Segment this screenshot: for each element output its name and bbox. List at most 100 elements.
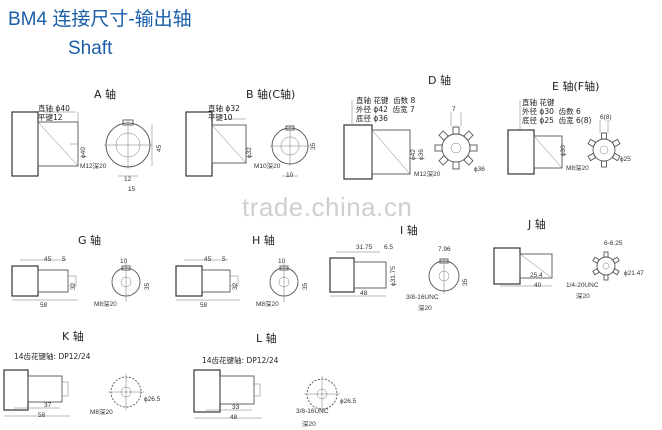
dim-a-depth: 15 (128, 186, 136, 193)
dim-j-thread: 1/4-20UNC (566, 282, 599, 289)
dim-a-height: 45 (156, 144, 163, 152)
shaft-b-drawing (185, 111, 310, 177)
spline-tooth (603, 251, 609, 258)
spline-tooth (463, 130, 474, 141)
view-label-h: H 轴 (252, 234, 275, 247)
dim-b-dia: ϕ32 (246, 147, 253, 158)
view-label-j: J 轴 (528, 218, 546, 231)
view-label-k: K 轴 (62, 330, 84, 343)
view-label-b: B 轴(C轴) (246, 88, 296, 101)
shaft-e-drawing (507, 100, 621, 175)
dim-e-tooth: 6(8) (600, 114, 612, 121)
spline-tooth (469, 144, 478, 152)
shaft-d-drawing (343, 100, 478, 180)
spline-tooth (611, 152, 621, 162)
shaft-a-drawing (11, 111, 153, 177)
shaft-g-drawing (11, 259, 141, 302)
dim-g-total: 58 (40, 302, 48, 309)
dim-l-total: 48 (230, 414, 238, 421)
dim-k-dia: ϕ26.5 (144, 396, 161, 403)
dim-b-key: 10 (286, 172, 294, 179)
spline-tooth (601, 160, 607, 168)
spline-tooth (592, 268, 600, 276)
dim-h-height: 35 (302, 282, 309, 290)
dim-j-length: 25.4 (530, 272, 543, 279)
shaft-l-drawing (193, 369, 340, 419)
dim-g-shoulder: 5 (62, 256, 66, 263)
dim-i-dia: ϕ31.75 (390, 266, 397, 286)
dim-k-length: 37 (44, 402, 52, 409)
view-label-l: L 轴 (256, 332, 277, 345)
dim-d-root: ϕ36 (418, 149, 425, 160)
spec-l: 14齿花键轴: DP12/24 (202, 356, 279, 365)
dim-j-depth: 深20 (576, 293, 590, 300)
watermark: trade.china.cn (242, 192, 413, 222)
shaft-k-drawing (3, 369, 144, 417)
spline-tooth (592, 256, 600, 264)
dim-l-length: 33 (232, 404, 240, 411)
shaft-j-drawing (493, 247, 620, 287)
dim-g-thread: M8深20 (94, 301, 117, 308)
view-label-a: A 轴 (94, 88, 117, 101)
spline-tooth (587, 152, 597, 162)
dim-l-thread: 3/8-16UNC (296, 408, 329, 415)
dim-l-depth: 深20 (302, 421, 316, 428)
dim-h-dia: 32 (232, 282, 239, 290)
view-label-g: G 轴 (78, 234, 102, 247)
dim-h-thread: M8深20 (256, 301, 279, 308)
spec-k: 14齿花键轴: DP12/24 (14, 352, 91, 361)
dim-k-total: 58 (38, 412, 46, 419)
view-label-d: D 轴 (428, 74, 451, 87)
dim-i-total: 48 (360, 290, 368, 297)
dim-k-thread: M8深20 (90, 409, 113, 416)
dim-g-height: 35 (144, 282, 151, 290)
dim-g-key: 10 (120, 258, 128, 265)
dim-i-thread: 3/8-16UNC (406, 294, 439, 301)
dim-l-dia: ϕ26.5 (340, 398, 357, 405)
dim-d-bore: ϕ36 (474, 166, 485, 173)
dim-e-root: ϕ25 (620, 156, 631, 163)
spline-tooth (603, 274, 609, 281)
dim-g-length: 45 (44, 256, 52, 263)
spline-tooth (452, 161, 460, 170)
dim-i-shoulder: 6.5 (384, 244, 394, 251)
view-label-e: E 轴(F轴) (552, 80, 600, 93)
spline-tooth (612, 268, 620, 276)
dim-j-tooth: 6-6.25 (604, 240, 623, 247)
spline-tooth (434, 144, 443, 152)
spline-tooth (612, 256, 620, 264)
dim-i-height: 35 (462, 278, 469, 286)
dim-i-depth: 深20 (418, 305, 432, 312)
dim-h-key: 10 (278, 258, 286, 265)
dim-j-root: ϕ21.47 (624, 270, 644, 277)
spline-tooth (601, 132, 607, 140)
dim-g-dia: 32 (70, 282, 77, 290)
shaft-i-drawing (329, 251, 460, 297)
shaft-h-drawing (175, 259, 299, 302)
view-label-i: I 轴 (400, 224, 418, 237)
dim-i-length: 31.75 (356, 244, 373, 251)
dim-b-thread: M10深20 (254, 163, 281, 170)
spline-tooth (463, 155, 474, 166)
spline-tooth (611, 138, 621, 148)
dim-e-outer: ϕ30 (560, 145, 567, 156)
dim-h-length: 45 (204, 256, 212, 263)
dim-d-outer: ϕ42 (410, 149, 417, 160)
sheet-subtitle: Shaft (68, 38, 113, 59)
dim-h-total: 58 (200, 302, 208, 309)
dim-i-key: 7.96 (438, 246, 451, 253)
dim-e-thread: M8深20 (566, 165, 589, 172)
spline-tooth (452, 126, 460, 135)
dim-a-thread: M12深20 (80, 163, 107, 170)
spline-tooth (587, 138, 597, 148)
spline-tooth (438, 155, 449, 166)
dim-a-dia: ϕ40 (80, 147, 87, 158)
dim-h-shoulder: 5 (222, 256, 226, 263)
dim-b-height: 35 (310, 142, 317, 150)
